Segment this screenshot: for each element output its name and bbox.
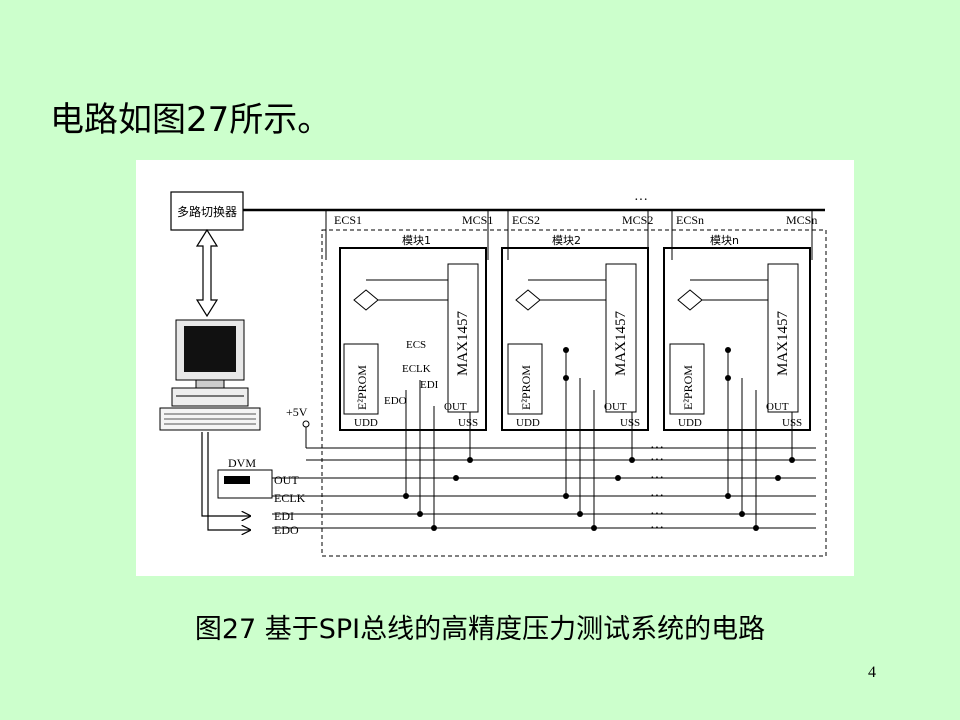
multiplexer-box: 多路切换器 [170,191,244,231]
bus-label-edi: EDI [274,509,294,523]
module-n-title: 模块n [710,234,739,247]
module-n-eeprom: E²PROM [681,365,695,410]
slide-heading: 电路如图27所示。 [50,100,332,140]
module-1-pin-out: OUT [444,401,467,413]
svg-text:···: ··· [634,193,648,208]
module-1-pin-uss: USS [458,417,478,429]
module-n-pin-udd: UDD [678,417,702,429]
module-1-pin-edo: EDO [384,395,407,407]
bus-label-edo: EDO [274,523,299,537]
dvm-label: DVM [228,456,256,470]
svg-text:···: ··· [650,521,664,536]
svg-text:···: ··· [650,471,664,486]
module-2-ecs-label: ECS2 [512,213,540,227]
module-n-chip: MAX1457 [775,310,791,376]
svg-text:···: ··· [650,441,664,456]
module-2-mcs-label: MCS2 [622,213,653,227]
module-1-mcs-label: MCS1 [462,213,493,227]
module-n-ecs-label: ECSn [676,213,704,227]
circuit-figure: 多路切换器 DVM [136,160,854,576]
svg-text:···: ··· [650,489,664,504]
module-2: ECS2 MCS2 模块2 MAX1457 E²PROM OUT UDD USS [501,210,653,531]
svg-text:···: ··· [650,453,664,468]
dvm-meter: DVM [217,456,273,499]
module-2-pin-udd: UDD [516,417,540,429]
bus-label-eclk: ECLK [274,491,306,505]
ellipsis-marks: ··· ··· ··· ··· ··· ··· ··· [634,193,664,536]
multiplexer-label: 多路切换器 [177,204,237,219]
page-number: 4 [868,664,876,681]
computer-icon [159,319,261,431]
circuit-diagram: 多路切换器 DVM [159,191,827,557]
module-2-chip: MAX1457 [613,310,629,376]
module-n: ECSn MCSn 模块n MAX1457 E²PROM OUT UDD USS [663,210,817,531]
module-n-mcs-label: MCSn [786,213,817,227]
supply-label: +5V [286,405,308,419]
module-1-ecs-label: ECS1 [334,213,362,227]
module-2-title: 模块2 [552,234,581,247]
double-arrow-icon [195,228,219,318]
module-n-pin-out: OUT [766,401,789,413]
module-2-pin-out: OUT [604,401,627,413]
module-2-eeprom: E²PROM [519,365,533,410]
enclosure [321,229,827,557]
module-2-pin-uss: USS [620,417,640,429]
module-1: ECS1 MCS1 模块1 MAX1457 E²PROM ECS ECLK ED… [325,210,493,531]
bus-label-out: OUT [274,473,299,487]
module-1-chip: MAX1457 [455,310,471,376]
module-1-eeprom: E²PROM [355,365,369,410]
module-1-pin-eclk: ECLK [402,363,431,375]
module-1-pin-ecs: ECS [406,339,426,351]
svg-text:···: ··· [650,507,664,522]
module-1-pin-udd: UDD [354,417,378,429]
module-1-title: 模块1 [402,234,431,247]
module-1-pin-edi: EDI [420,379,439,391]
figure-caption: 图27 基于SPI总线的高精度压力测试系统的电路 [194,614,766,645]
